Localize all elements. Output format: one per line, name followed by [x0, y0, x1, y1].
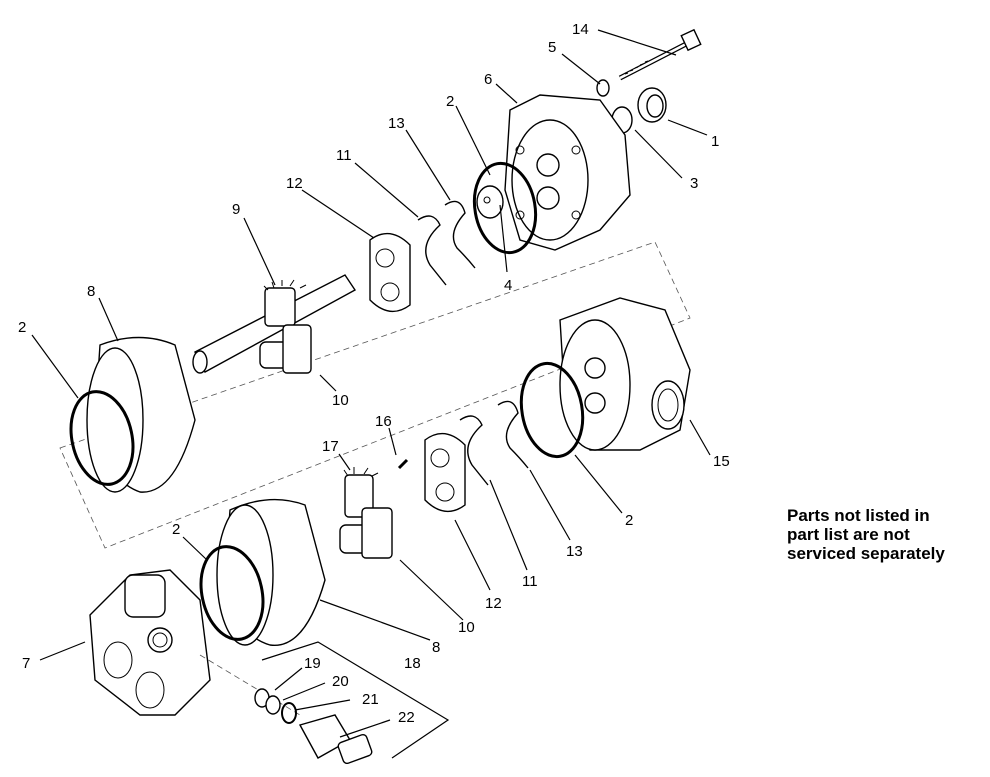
callout-3: 3	[690, 175, 698, 192]
callout-14: 14	[572, 21, 589, 38]
o-ring-21	[281, 702, 297, 724]
callout-2: 2	[172, 521, 180, 538]
callout-19: 19	[304, 655, 321, 672]
bushing-part	[476, 185, 504, 219]
callout-18: 18	[404, 655, 421, 672]
o-ring-left	[69, 390, 135, 486]
service-note: Parts not listed in part list are not se…	[787, 506, 987, 563]
driven-gear-upper	[259, 324, 312, 374]
backup-ring-20	[265, 695, 281, 715]
callout-6: 6	[484, 71, 492, 88]
callout-5: 5	[548, 39, 556, 56]
shaft-seal-part	[637, 87, 667, 123]
callout-8: 8	[432, 639, 440, 656]
o-ring-right	[519, 361, 585, 459]
callout-11: 11	[336, 147, 352, 164]
dowel-pin-part	[397, 458, 409, 470]
o-ring-top	[472, 161, 538, 255]
callout-2: 2	[625, 512, 633, 529]
callout-2: 2	[446, 93, 454, 110]
o-ring-lower-left	[199, 545, 265, 641]
seal-top	[417, 215, 447, 286]
idler-gear-part	[343, 467, 379, 518]
callout-7: 7	[22, 655, 30, 672]
rear-cover-part	[559, 297, 691, 451]
front-cover-part	[504, 94, 631, 251]
callout-10: 10	[458, 619, 475, 636]
backup-seal-top	[444, 200, 476, 269]
callout-8: 8	[87, 283, 95, 300]
callout-4: 4	[504, 277, 512, 294]
valve-body-part	[89, 569, 211, 716]
seal-lower	[459, 415, 489, 486]
wear-plate-lower	[424, 432, 466, 513]
callout-13: 13	[388, 115, 405, 132]
service-note-line-1: Parts not listed in	[787, 506, 930, 525]
backup-seal-lower	[497, 400, 529, 469]
leader-lines	[31, 29, 711, 738]
callout-12: 12	[485, 595, 502, 612]
callout-21: 21	[362, 691, 379, 708]
relief-valve-cartridge-part	[298, 714, 373, 765]
callout-13: 13	[566, 543, 583, 560]
callout-12: 12	[286, 175, 303, 192]
callout-22: 22	[398, 709, 415, 726]
service-note-line-3: serviced separately	[787, 544, 945, 563]
drive-gear-shaft-part	[192, 274, 357, 374]
callout-9: 9	[232, 201, 240, 218]
gear-housing-lower	[216, 498, 326, 646]
alignment-dashed-frame	[59, 241, 691, 549]
driven-gear-lower	[339, 507, 393, 559]
callout-15: 15	[713, 453, 730, 470]
bolt-part	[618, 28, 702, 81]
wear-plate-top	[369, 232, 411, 313]
callout-17: 17	[322, 438, 339, 455]
callout-20: 20	[332, 673, 349, 690]
callout-1: 1	[711, 133, 719, 150]
service-note-line-2: part list are not	[787, 525, 910, 544]
callout-2: 2	[18, 319, 26, 336]
callout-16: 16	[375, 413, 392, 430]
callout-11: 11	[522, 573, 538, 590]
callout-10: 10	[332, 392, 349, 409]
group-bracket-18	[261, 641, 450, 759]
gear-housing-upper	[86, 336, 196, 493]
